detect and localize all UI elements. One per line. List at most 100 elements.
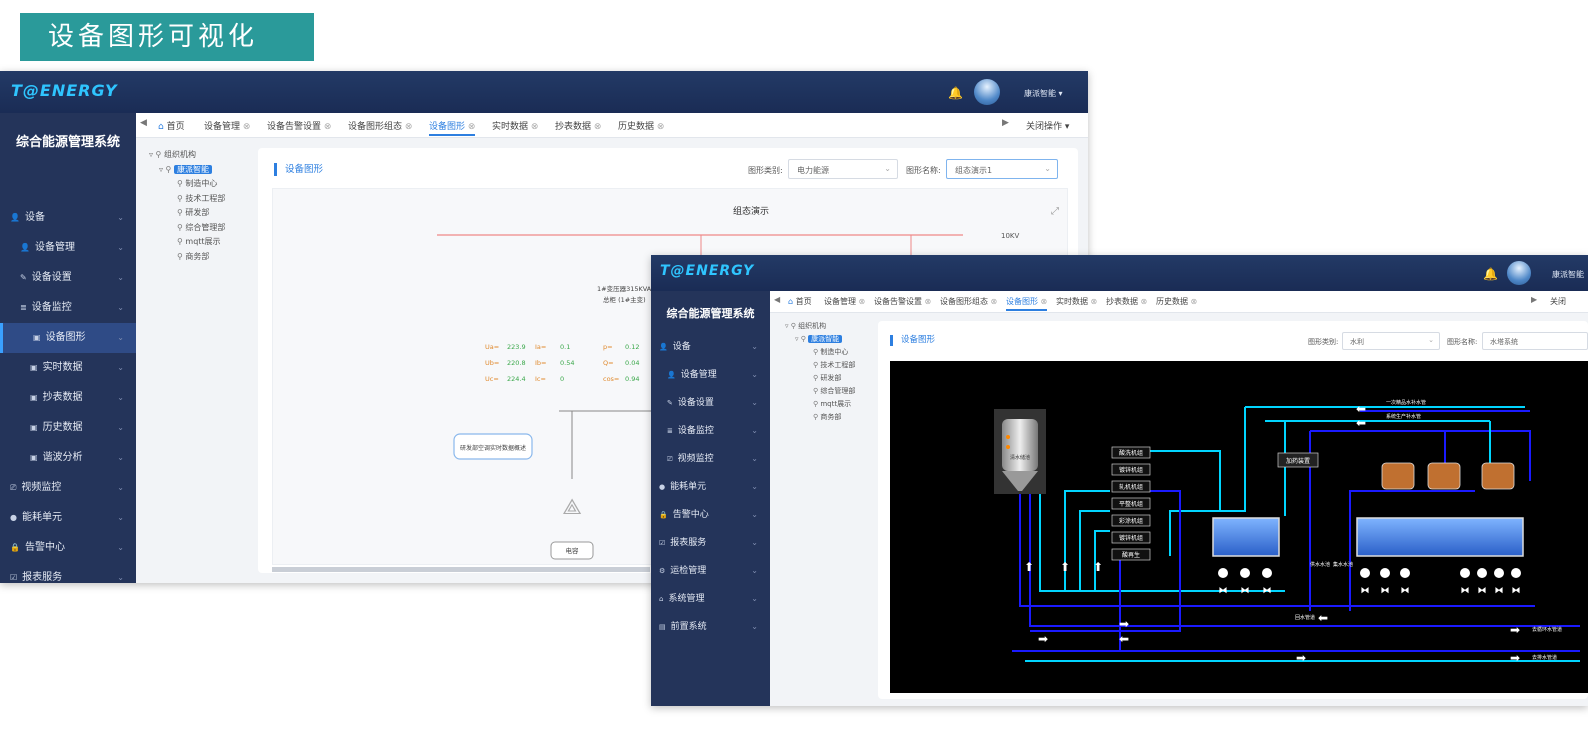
tab-5[interactable]: 实时数据 ⊗ xyxy=(1056,296,1097,309)
org-tree-icon: ⚲ xyxy=(813,361,821,369)
graphic-name-select[interactable]: 水塔系统 xyxy=(1482,332,1588,350)
tab-4[interactable]: 设备图形 ⊗ xyxy=(429,119,476,136)
tab-7[interactable]: 历史数据 ⊗ xyxy=(1156,296,1197,309)
water-diagram-canvas[interactable]: 清水储池 酸洗机组镀锌机组轧机机组平整机组彩涂机组镀锌机组酸再生 加药装置 供水… xyxy=(890,361,1588,693)
tree-node-5[interactable]: ⚲ 综合管理部 xyxy=(813,386,855,396)
tree-node-0[interactable]: ▿ ⚲ 组织机构 xyxy=(149,149,196,160)
sidebar-item-3[interactable]: ≣设备监控⌄ xyxy=(0,293,136,323)
graphic-name-label: 图形名称: xyxy=(906,166,941,175)
close-icon[interactable]: ⊗ xyxy=(1138,297,1148,306)
tree-node-6[interactable]: ⚲ mqtt展示 xyxy=(177,236,221,247)
silo-label: 清水储池 xyxy=(1010,454,1030,461)
tree-node-0[interactable]: ▿ ⚲ 组织机构 xyxy=(785,321,826,331)
tab-3[interactable]: 设备图形组态 ⊗ xyxy=(348,119,412,134)
sidebar-item-7[interactable]: ☑报表服务⌄ xyxy=(651,529,770,557)
tab-7[interactable]: 历史数据 ⊗ xyxy=(618,119,664,134)
tab-scroll-right-icon[interactable]: ▶ xyxy=(1002,118,1009,128)
sidebar-item-0[interactable]: 👤设备⌄ xyxy=(0,203,136,233)
username[interactable]: 康派智能 xyxy=(1552,270,1584,279)
tab-0[interactable]: ⌂ 首页 xyxy=(788,296,812,309)
close-icon[interactable]: ⊗ xyxy=(465,122,476,132)
sidebar-item-5[interactable]: ●能耗单元⌄ xyxy=(651,473,770,501)
close-icon[interactable]: ⊗ xyxy=(988,297,998,306)
tree-node-2[interactable]: ⚲ 制造中心 xyxy=(177,178,217,189)
sidebar-item-2[interactable]: ✎设备设置⌄ xyxy=(651,389,770,417)
tree-node-2[interactable]: ⚲ 制造中心 xyxy=(813,347,848,357)
horizontal-scrollbar[interactable] xyxy=(272,567,650,572)
sidebar-item-2[interactable]: ✎设备设置⌄ xyxy=(0,263,136,293)
sidebar-item-12[interactable]: ☑报表服务⌄ xyxy=(0,563,136,583)
sidebar-item-1[interactable]: 👤设备管理⌄ xyxy=(0,233,136,263)
sidebar-item-11[interactable]: 🔒告警中心⌄ xyxy=(0,533,136,563)
card-title: 设备图形 xyxy=(274,163,323,176)
sidebar-item-7[interactable]: ▣历史数据⌄ xyxy=(0,413,136,443)
sidebar-item-8[interactable]: ⚙运检管理⌄ xyxy=(651,557,770,585)
sidebar-item-10[interactable]: ●能耗单元⌄ xyxy=(0,503,136,533)
chevron-icon: ⌄ xyxy=(117,273,124,282)
tab-2[interactable]: 设备告警设置 ⊗ xyxy=(267,119,331,134)
chevron-icon: ⌄ xyxy=(117,423,124,432)
bell-icon[interactable]: 🔔 xyxy=(1483,267,1498,281)
close-icon[interactable]: ⊗ xyxy=(1188,297,1198,306)
tab-scroll-left-icon[interactable]: ◀ xyxy=(774,295,781,304)
tree-node-1[interactable]: ▿ ⚲ 康派智能 xyxy=(159,164,212,175)
sidebar-item-9[interactable]: ⎚视频监控⌄ xyxy=(0,473,136,503)
tab-scroll-right-icon[interactable]: ▶ xyxy=(1531,295,1538,304)
tab-1[interactable]: 设备管理 ⊗ xyxy=(204,119,250,134)
graphic-name-select[interactable]: 组态演示1 ⌄ xyxy=(946,159,1058,179)
close-icon[interactable]: ⊗ xyxy=(654,122,665,132)
tab-bar: ◀ ⌂ 首页设备管理 ⊗ 设备告警设置 ⊗ 设备图形组态 ⊗ 设备图形 ⊗ 实时数据 ⊗… xyxy=(770,291,1588,313)
close-icon[interactable]: ⊗ xyxy=(856,297,866,306)
sidebar-item-6[interactable]: ▣抄表数据⌄ xyxy=(0,383,136,413)
close-operations-button[interactable]: 关闭 xyxy=(1550,297,1566,306)
close-icon[interactable]: ⊗ xyxy=(321,122,332,132)
sidebar-item-4[interactable]: ▣设备图形⌄ xyxy=(0,323,136,353)
close-icon[interactable]: ⊗ xyxy=(591,122,602,132)
tree-node-4[interactable]: ⚲ 研发部 xyxy=(813,373,841,383)
tab-4[interactable]: 设备图形 ⊗ xyxy=(1006,296,1048,311)
tree-node-3[interactable]: ⚲ 技术工程部 xyxy=(813,360,855,370)
sidebar-item-9[interactable]: ⌂系统管理⌄ xyxy=(651,585,770,613)
sidebar-item-8[interactable]: ▣谐波分析⌄ xyxy=(0,443,136,473)
tab-0[interactable]: ⌂ 首页 xyxy=(158,119,185,134)
tree-node-3[interactable]: ⚲ 技术工程部 xyxy=(177,193,225,204)
user-menu[interactable]: 康派智能 ▾ xyxy=(1024,88,1063,99)
tab-5[interactable]: 实时数据 ⊗ xyxy=(492,119,538,134)
sidebar-item-3[interactable]: ≣设备监控⌄ xyxy=(651,417,770,445)
close-icon[interactable]: ⊗ xyxy=(1088,297,1098,306)
sidebar-item-5[interactable]: ▣实时数据⌄ xyxy=(0,353,136,383)
tree-node-5[interactable]: ⚲ 综合管理部 xyxy=(177,222,225,233)
close-icon[interactable]: ⊗ xyxy=(1038,297,1048,306)
chevron-icon: ⌄ xyxy=(117,243,124,252)
tree-node-1[interactable]: ▿ ⚲ 康派智能 xyxy=(795,334,843,344)
user-avatar[interactable] xyxy=(974,79,1000,105)
sidebar-item-0[interactable]: 👤设备⌄ xyxy=(651,333,770,361)
tree-node-7[interactable]: ⚲ 商务部 xyxy=(177,251,209,262)
close-operations-button[interactable]: 关闭操作 ▾ xyxy=(1026,122,1070,132)
tree-node-7[interactable]: ⚲ 商务部 xyxy=(813,412,841,422)
graphic-type-select[interactable]: 水利 ⌄ xyxy=(1342,332,1440,350)
tree-node-6[interactable]: ⚲ mqtt展示 xyxy=(813,399,851,409)
close-icon[interactable]: ⊗ xyxy=(528,122,539,132)
tab-1[interactable]: 设备管理 ⊗ xyxy=(824,296,865,309)
tab-6[interactable]: 抄表数据 ⊗ xyxy=(555,119,601,134)
close-icon[interactable]: ⊗ xyxy=(922,297,932,306)
tree-node-4[interactable]: ⚲ 研发部 xyxy=(177,207,209,218)
sidebar-item-10[interactable]: ▤前置系统⌄ xyxy=(651,613,770,641)
tab-scroll-left-icon[interactable]: ◀ xyxy=(140,118,147,128)
machine-label: 镀锌机组 xyxy=(1119,534,1143,542)
lock-icon: 🔒 xyxy=(659,511,668,519)
close-icon[interactable]: ⊗ xyxy=(240,122,251,132)
user-avatar[interactable] xyxy=(1507,261,1531,285)
return-label: 回水管道 xyxy=(1295,614,1315,621)
tab-6[interactable]: 抄表数据 ⊗ xyxy=(1106,296,1147,309)
sidebar-item-1[interactable]: 👤设备管理⌄ xyxy=(651,361,770,389)
tab-3[interactable]: 设备图形组态 ⊗ xyxy=(940,296,997,309)
sidebar-item-6[interactable]: 🔒告警中心⌄ xyxy=(651,501,770,529)
monitor-icon: ▣ xyxy=(30,453,38,462)
bell-icon[interactable]: 🔔 xyxy=(948,86,963,100)
tab-2[interactable]: 设备告警设置 ⊗ xyxy=(874,296,931,309)
graphic-type-select[interactable]: 电力能源 ⌄ xyxy=(788,159,898,179)
close-icon[interactable]: ⊗ xyxy=(402,122,413,132)
sidebar-item-4[interactable]: ⎚视频监控⌄ xyxy=(651,445,770,473)
